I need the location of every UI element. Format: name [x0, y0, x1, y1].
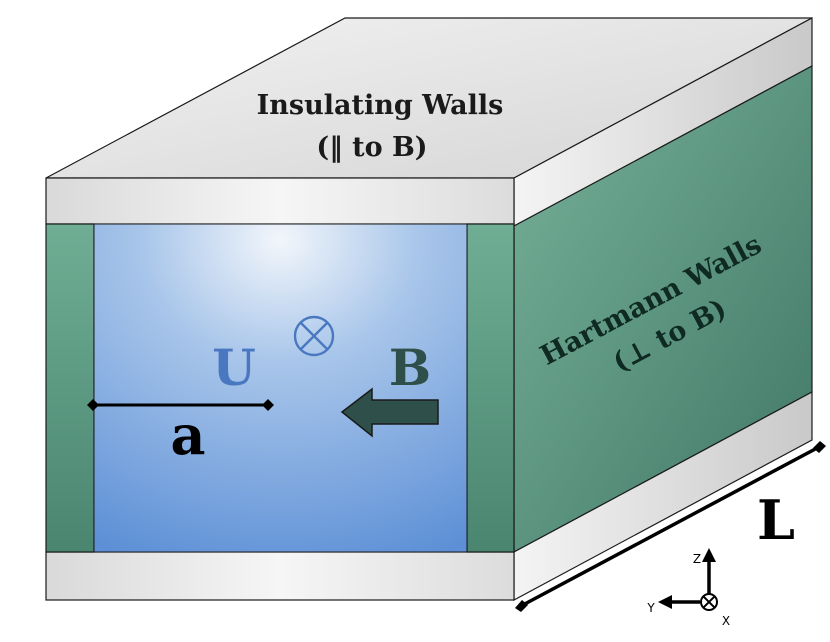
coordinate-axes-icon [658, 548, 718, 611]
front-top-insulating-wall [45, 177, 515, 225]
length-dimension [515, 441, 826, 612]
axis-z-label: Z [693, 552, 701, 566]
magnetic-field-label: B [389, 338, 431, 397]
fluid-region [93, 223, 468, 553]
front-right-hartmann-wall [466, 223, 515, 553]
velocity-label: U [212, 338, 256, 397]
front-bottom-insulating-wall [45, 551, 515, 601]
magnetic-field-arrow-icon [340, 387, 439, 438]
length-label: L [757, 488, 795, 552]
insulating-walls-label: Insulating Walls [257, 90, 504, 121]
insulating-walls-sublabel: (‖ to B) [316, 132, 427, 163]
into-page-symbol-icon [293, 315, 335, 357]
half-width-dimension [87, 399, 274, 411]
half-width-label: a [171, 403, 206, 467]
front-left-hartmann-wall [45, 223, 95, 553]
axis-y-label: Y [646, 601, 655, 615]
axis-x-label: X [722, 614, 730, 628]
